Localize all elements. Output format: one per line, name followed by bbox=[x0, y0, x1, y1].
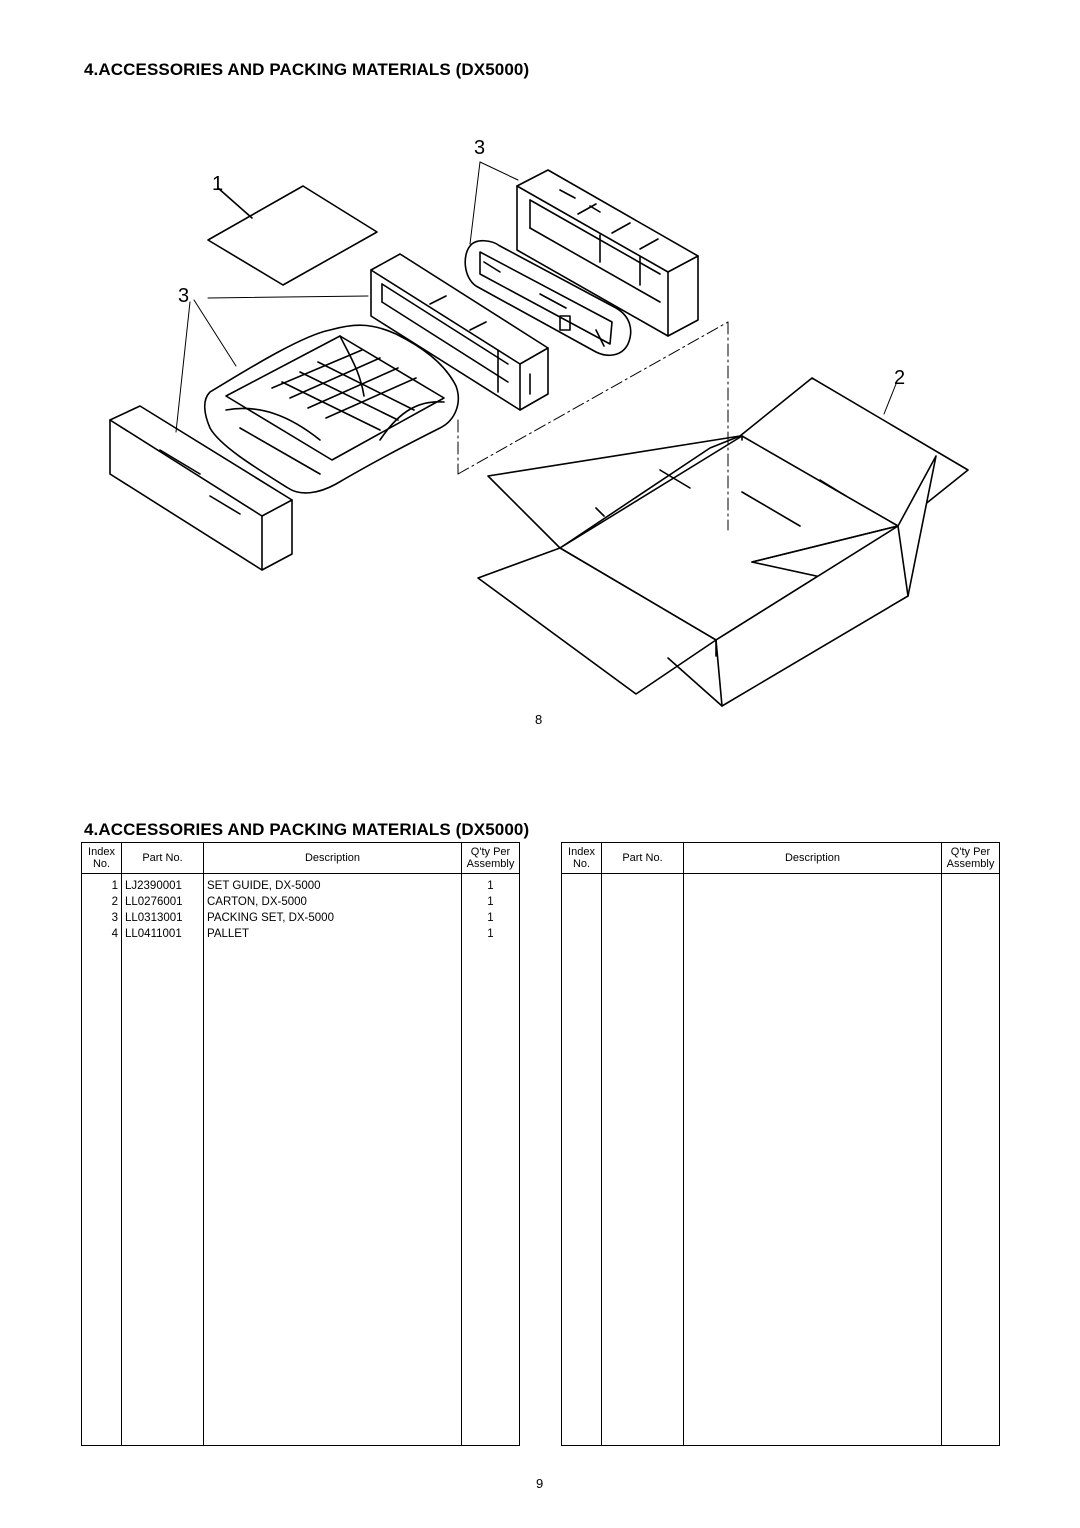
set-guide-sheet-drawing bbox=[207, 185, 378, 286]
page-9: 4.ACCESSORIES AND PACKING MATERIALS (DX5… bbox=[0, 764, 1080, 1528]
wrapped-tray-drawing bbox=[203, 324, 460, 494]
row-description: PALLET bbox=[203, 926, 462, 942]
row-index: 1 bbox=[111, 880, 118, 892]
wrapped-unit-bag-drawing bbox=[464, 239, 632, 357]
pallet-block-drawing bbox=[109, 405, 293, 571]
callout-1: 1 bbox=[212, 173, 223, 195]
page-title: 4.ACCESSORIES AND PACKING MATERIALS (DX5… bbox=[84, 60, 530, 79]
callout-3-upper: 3 bbox=[474, 137, 485, 159]
header-part-no: Part No. bbox=[121, 842, 204, 874]
row-part-no: LL0411001 bbox=[121, 926, 204, 942]
row-qty: 1 bbox=[461, 910, 520, 926]
row-description: CARTON, DX-5000 bbox=[203, 894, 462, 910]
callout-3-lower: 3 bbox=[178, 285, 189, 307]
row-part-no: LL0276001 bbox=[121, 894, 204, 910]
packing-piece-right-drawing bbox=[516, 169, 699, 337]
page-number: 9 bbox=[536, 1476, 544, 1491]
row-qty: 1 bbox=[461, 878, 520, 894]
carton-drawing bbox=[477, 377, 969, 707]
page-8: 4.ACCESSORIES AND PACKING MATERIALS (DX5… bbox=[0, 60, 1080, 765]
row-part-no: LJ2390001 bbox=[121, 878, 204, 894]
row-qty: 1 bbox=[461, 894, 520, 910]
callout-2: 2 bbox=[894, 367, 905, 389]
row-qty: 1 bbox=[461, 926, 520, 942]
row-index: 3 bbox=[111, 912, 118, 924]
assembly-guide-lines bbox=[457, 321, 729, 531]
header-description: Description bbox=[683, 842, 942, 874]
row-description: SET GUIDE, DX-5000 bbox=[203, 878, 462, 894]
row-description: PACKING SET, DX-5000 bbox=[203, 910, 462, 926]
table-row: 3 LL0313001 PACKING SET, DX-5000 1 bbox=[82, 910, 520, 926]
table-row: 1 LJ2390001 SET GUIDE, DX-5000 1 bbox=[82, 878, 520, 894]
row-part-no: LL0313001 bbox=[121, 910, 204, 926]
table-row: 2 LL0276001 CARTON, DX-5000 1 bbox=[82, 894, 520, 910]
leader-lines bbox=[175, 161, 897, 433]
page-title: 4.ACCESSORIES AND PACKING MATERIALS (DX5… bbox=[84, 820, 530, 839]
header-description: Description bbox=[203, 842, 462, 874]
header-part-no: Part No. bbox=[601, 842, 684, 874]
page-number: 8 bbox=[535, 712, 543, 727]
packing-piece-middle-drawing bbox=[370, 253, 549, 411]
table-row: 4 LL0411001 PALLET 1 bbox=[82, 926, 520, 942]
packing-exploded-diagram: 1 3 3 2 bbox=[109, 137, 969, 707]
row-index: 4 bbox=[111, 928, 118, 940]
row-index: 2 bbox=[111, 896, 118, 908]
